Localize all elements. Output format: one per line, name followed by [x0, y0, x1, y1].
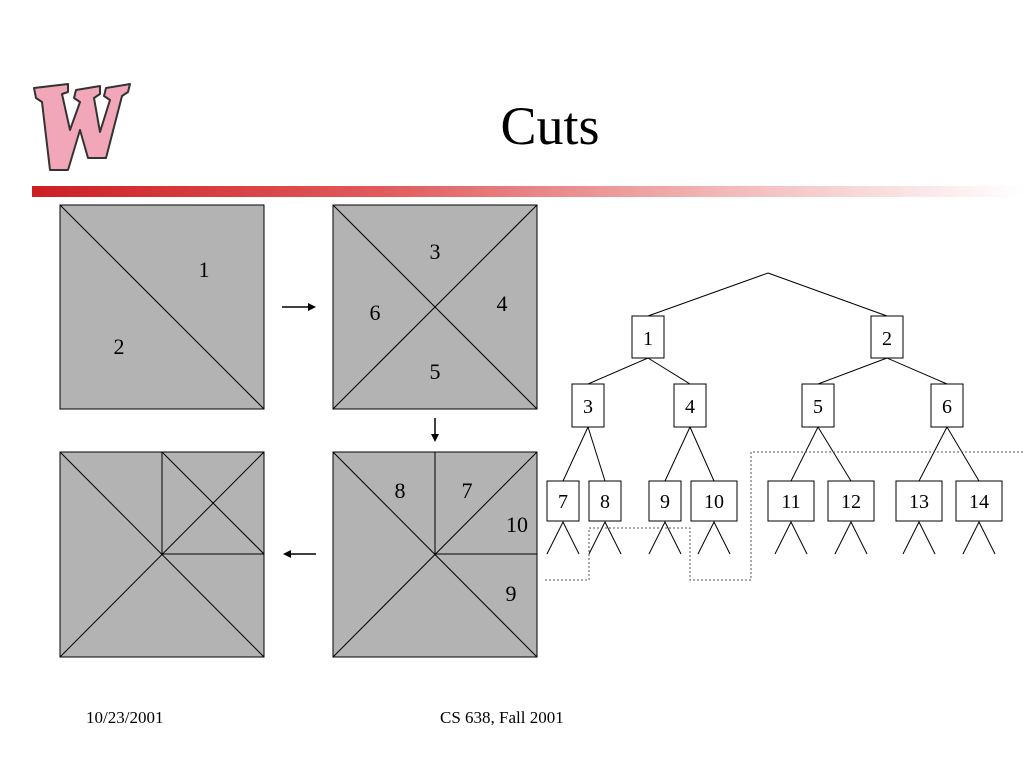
tree-node-label: 5 — [813, 396, 823, 418]
tree-node: 3 — [571, 383, 605, 428]
tree-node: 4 — [673, 383, 707, 428]
leaf-subtrees — [546, 520, 996, 555]
tree-node: 11 — [767, 480, 815, 522]
tree-node: 8 — [588, 480, 622, 522]
panel-four-label-7: 7 — [462, 478, 473, 503]
footer-course: CS 638, Fall 2001 — [440, 708, 564, 727]
tree-node-label: 4 — [685, 396, 695, 418]
tree-node-label: 9 — [660, 491, 670, 513]
panel-two-label-5: 5 — [430, 359, 441, 384]
arrow-left-icon — [283, 550, 316, 558]
panel-one: 1 2 — [59, 204, 265, 410]
tree-node: 10 — [690, 480, 738, 522]
tree-node: 9 — [648, 480, 682, 522]
tree-node-label: 3 — [583, 396, 593, 418]
panel-two-label-3: 3 — [430, 239, 441, 264]
tree-node-label: 2 — [882, 328, 892, 350]
tree-edges — [562, 272, 980, 482]
title-underline — [32, 186, 1024, 197]
panel-four: 8 7 10 9 — [332, 451, 538, 658]
tree-node: 1 — [631, 315, 665, 359]
panel-four-label-10: 10 — [506, 512, 528, 537]
panel-one-label-2: 2 — [114, 334, 125, 359]
tree-node-label: 12 — [841, 491, 861, 513]
slide-title: Cuts — [500, 96, 600, 156]
tree-node: 2 — [870, 315, 904, 359]
cut-boundary — [545, 451, 1024, 581]
tree-node: 14 — [955, 480, 1003, 522]
arrow-right-icon — [282, 303, 316, 311]
panel-two-label-4: 4 — [497, 291, 508, 316]
tree-node: 13 — [895, 480, 943, 522]
tree-node-label: 8 — [600, 491, 610, 513]
tree-node: 6 — [930, 383, 964, 428]
tree-node-label: 6 — [942, 396, 952, 418]
panel-four-label-9: 9 — [506, 581, 517, 606]
tree-node-label: 11 — [781, 491, 800, 513]
wisconsin-w-logo-icon — [33, 83, 131, 171]
panel-three — [59, 451, 265, 658]
footer-date: 10/23/2001 — [86, 708, 164, 727]
tree-node-label: 1 — [643, 328, 653, 350]
tree-node-label: 13 — [909, 491, 929, 513]
tree-node-label: 14 — [969, 491, 989, 513]
tree-node-label: 10 — [704, 491, 724, 513]
panel-two: 3 4 5 6 — [332, 204, 538, 410]
tree-node: 5 — [801, 383, 835, 428]
arrow-down-icon — [431, 418, 439, 442]
tree-node: 12 — [827, 480, 875, 522]
tree-node: 7 — [546, 480, 580, 522]
panel-two-label-6: 6 — [370, 300, 381, 325]
panel-one-label-1: 1 — [199, 257, 210, 282]
tree-node-label: 7 — [558, 491, 568, 513]
panel-four-label-8: 8 — [395, 478, 406, 503]
